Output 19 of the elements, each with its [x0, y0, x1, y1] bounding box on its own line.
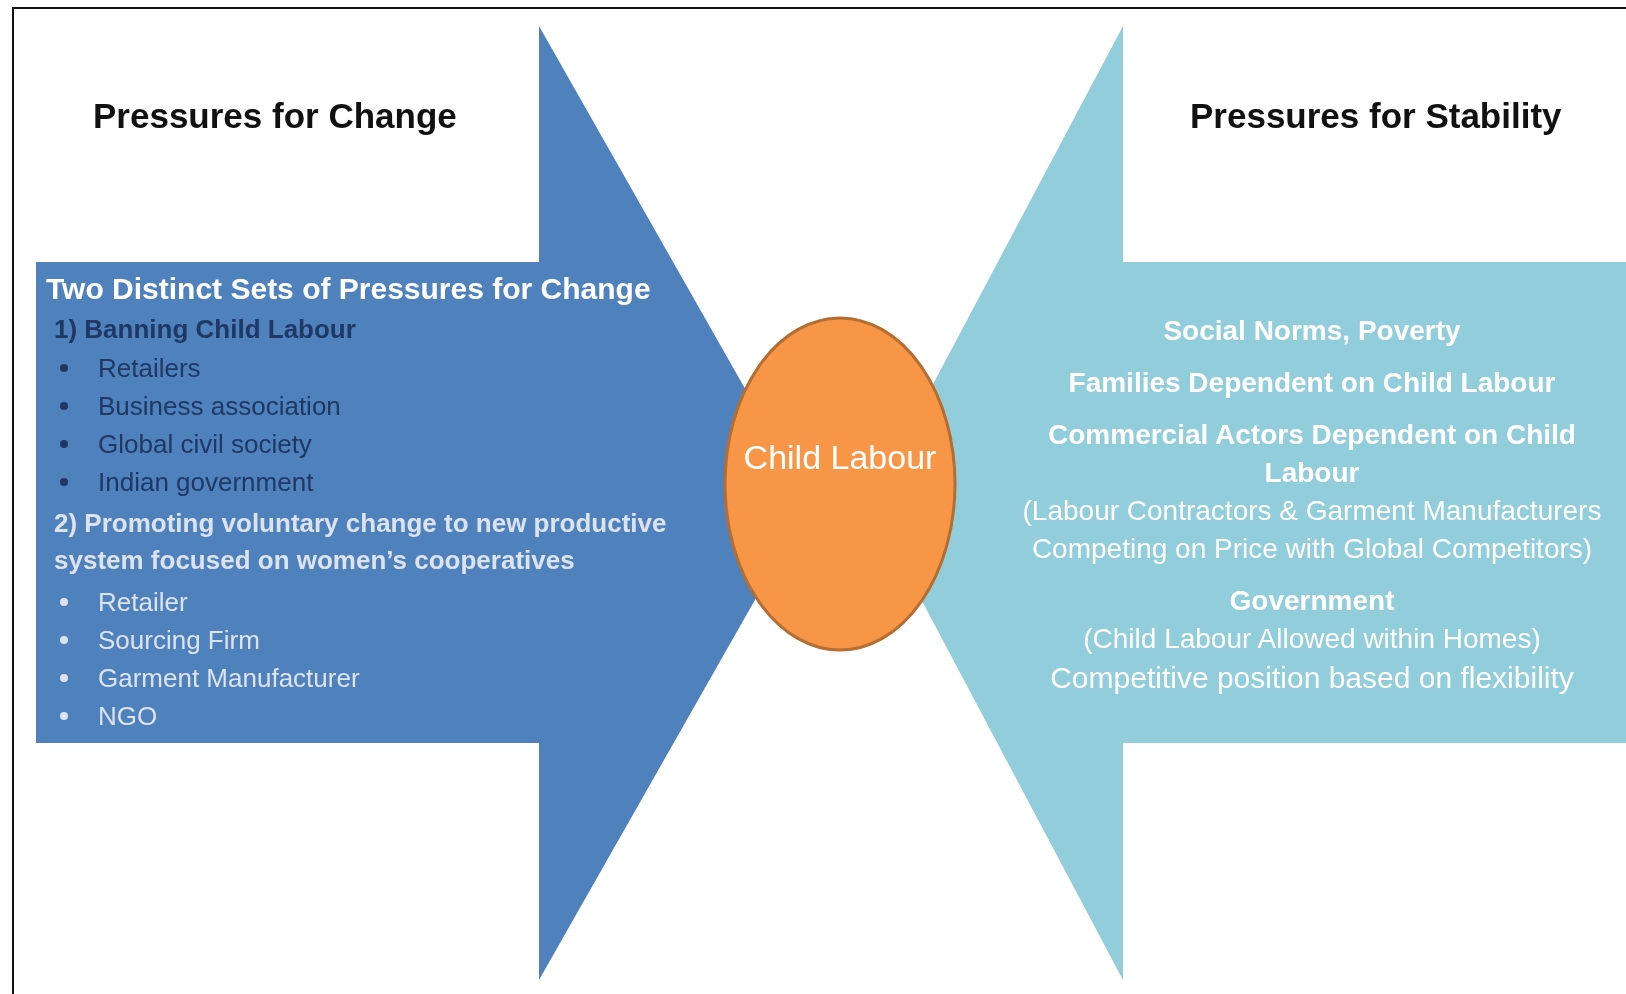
description: (Child Labour Allowed within Homes) — [1082, 622, 1542, 656]
section-title: Pressures for Stability — [1190, 96, 1562, 136]
list-item: Business association — [46, 387, 736, 425]
heading: Social Norms, Poverty — [1162, 314, 1462, 348]
list-item: Sourcing Firm — [46, 621, 736, 659]
list-item: Garment Manufacturer — [46, 659, 736, 697]
list-item: NGO — [46, 697, 736, 735]
subheading: 1) Banning Child Labour — [54, 314, 357, 345]
description: Competitive position based on flexibility — [1049, 660, 1575, 696]
list-item: Retailers — [46, 349, 736, 387]
list-item: Retailer — [46, 583, 736, 621]
node-label: Child Labour — [742, 437, 938, 478]
heading: Two Distinct Sets of Pressures for Change — [46, 272, 652, 306]
heading: Government — [1228, 584, 1396, 618]
section-title: Pressures for Change — [93, 96, 457, 136]
description: (Labour Contractors & Garment Manufacturers Competing on Price with Global Competitors) — [1021, 494, 1603, 566]
subheading: 2) Promoting voluntary change to new productive system focused on women’s cooperatives — [54, 507, 668, 577]
heading: Commercial Actors Dependent on Child Labour — [1047, 418, 1577, 490]
heading: Families Dependent on Child Labour — [1067, 366, 1557, 400]
